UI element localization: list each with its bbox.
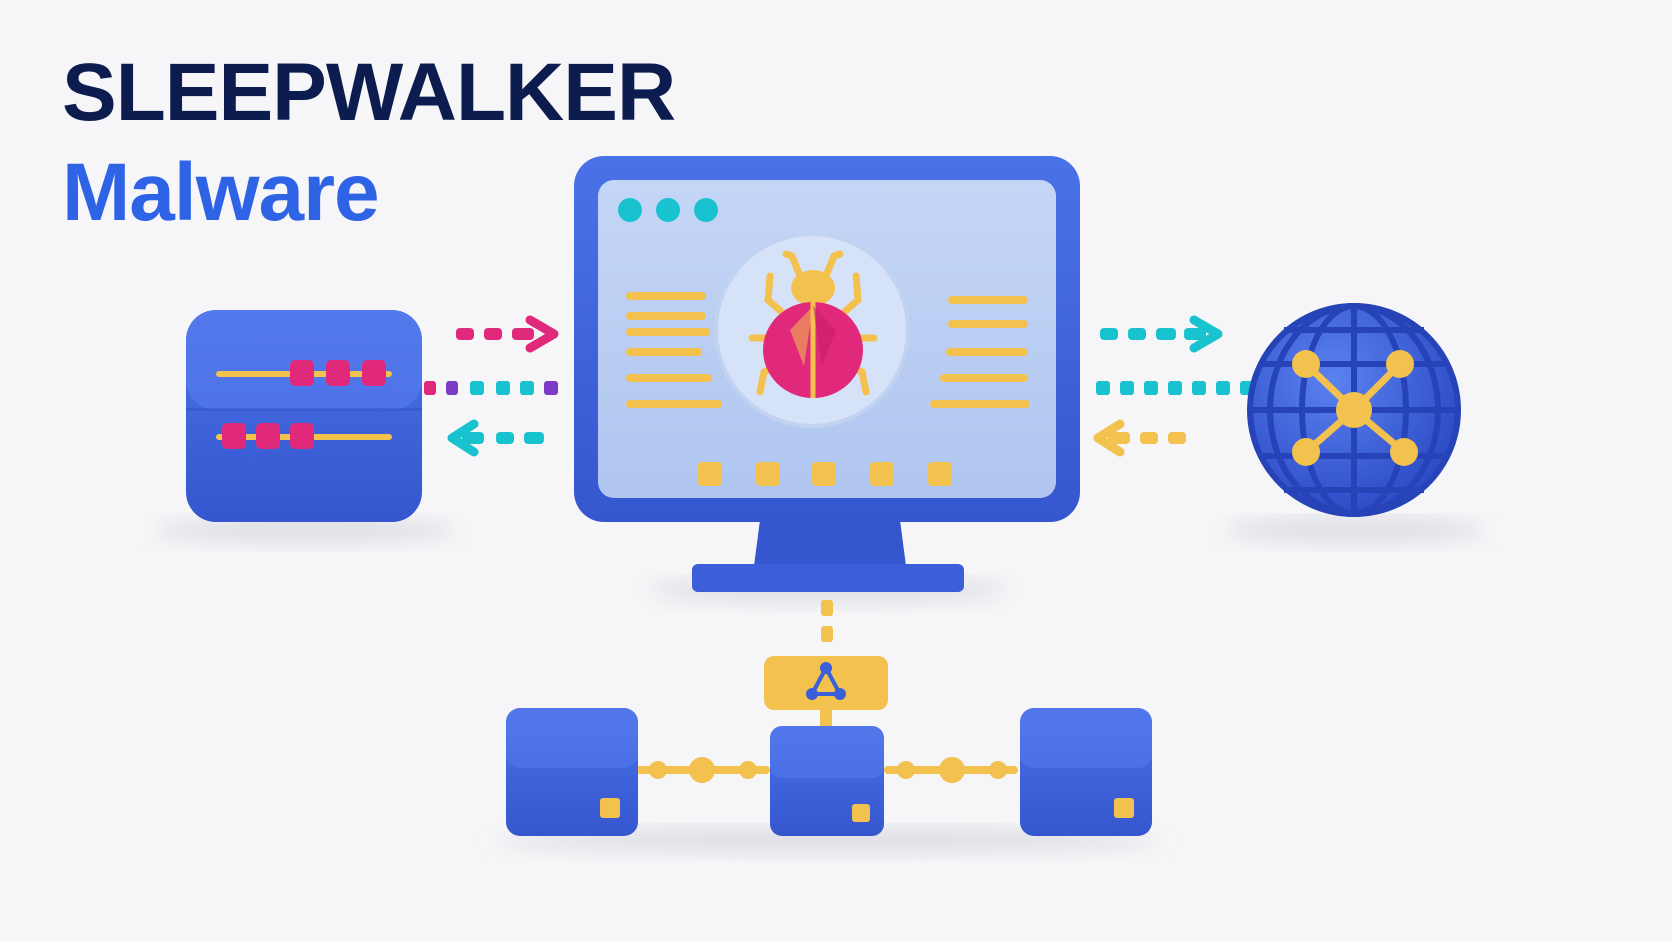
link-monitor-hub [821, 600, 833, 642]
title-line-1: SLEEPWALKER [62, 47, 676, 138]
arrow-to-monitor-icon [456, 315, 559, 353]
chain-link-left [636, 757, 770, 783]
control-sliders-icon [186, 310, 422, 522]
arrow-to-globe-icon [1100, 315, 1223, 353]
link-dots-left [424, 381, 558, 395]
arrow-to-panel-icon [447, 419, 544, 457]
server-block-center [770, 726, 884, 836]
network-globe-icon [1247, 303, 1461, 517]
network-triangle-icon [764, 656, 888, 730]
bug-icon [748, 250, 878, 398]
server-block-left [506, 708, 638, 836]
link-dots-right [1096, 381, 1254, 395]
chain-link-right [884, 757, 1018, 783]
server-block-right [1020, 708, 1152, 836]
arrow-to-monitor-from-globe-icon [1093, 419, 1186, 457]
title-line-2: Malware [62, 147, 380, 238]
page-title: SLEEPWALKER Malware [62, 47, 676, 238]
